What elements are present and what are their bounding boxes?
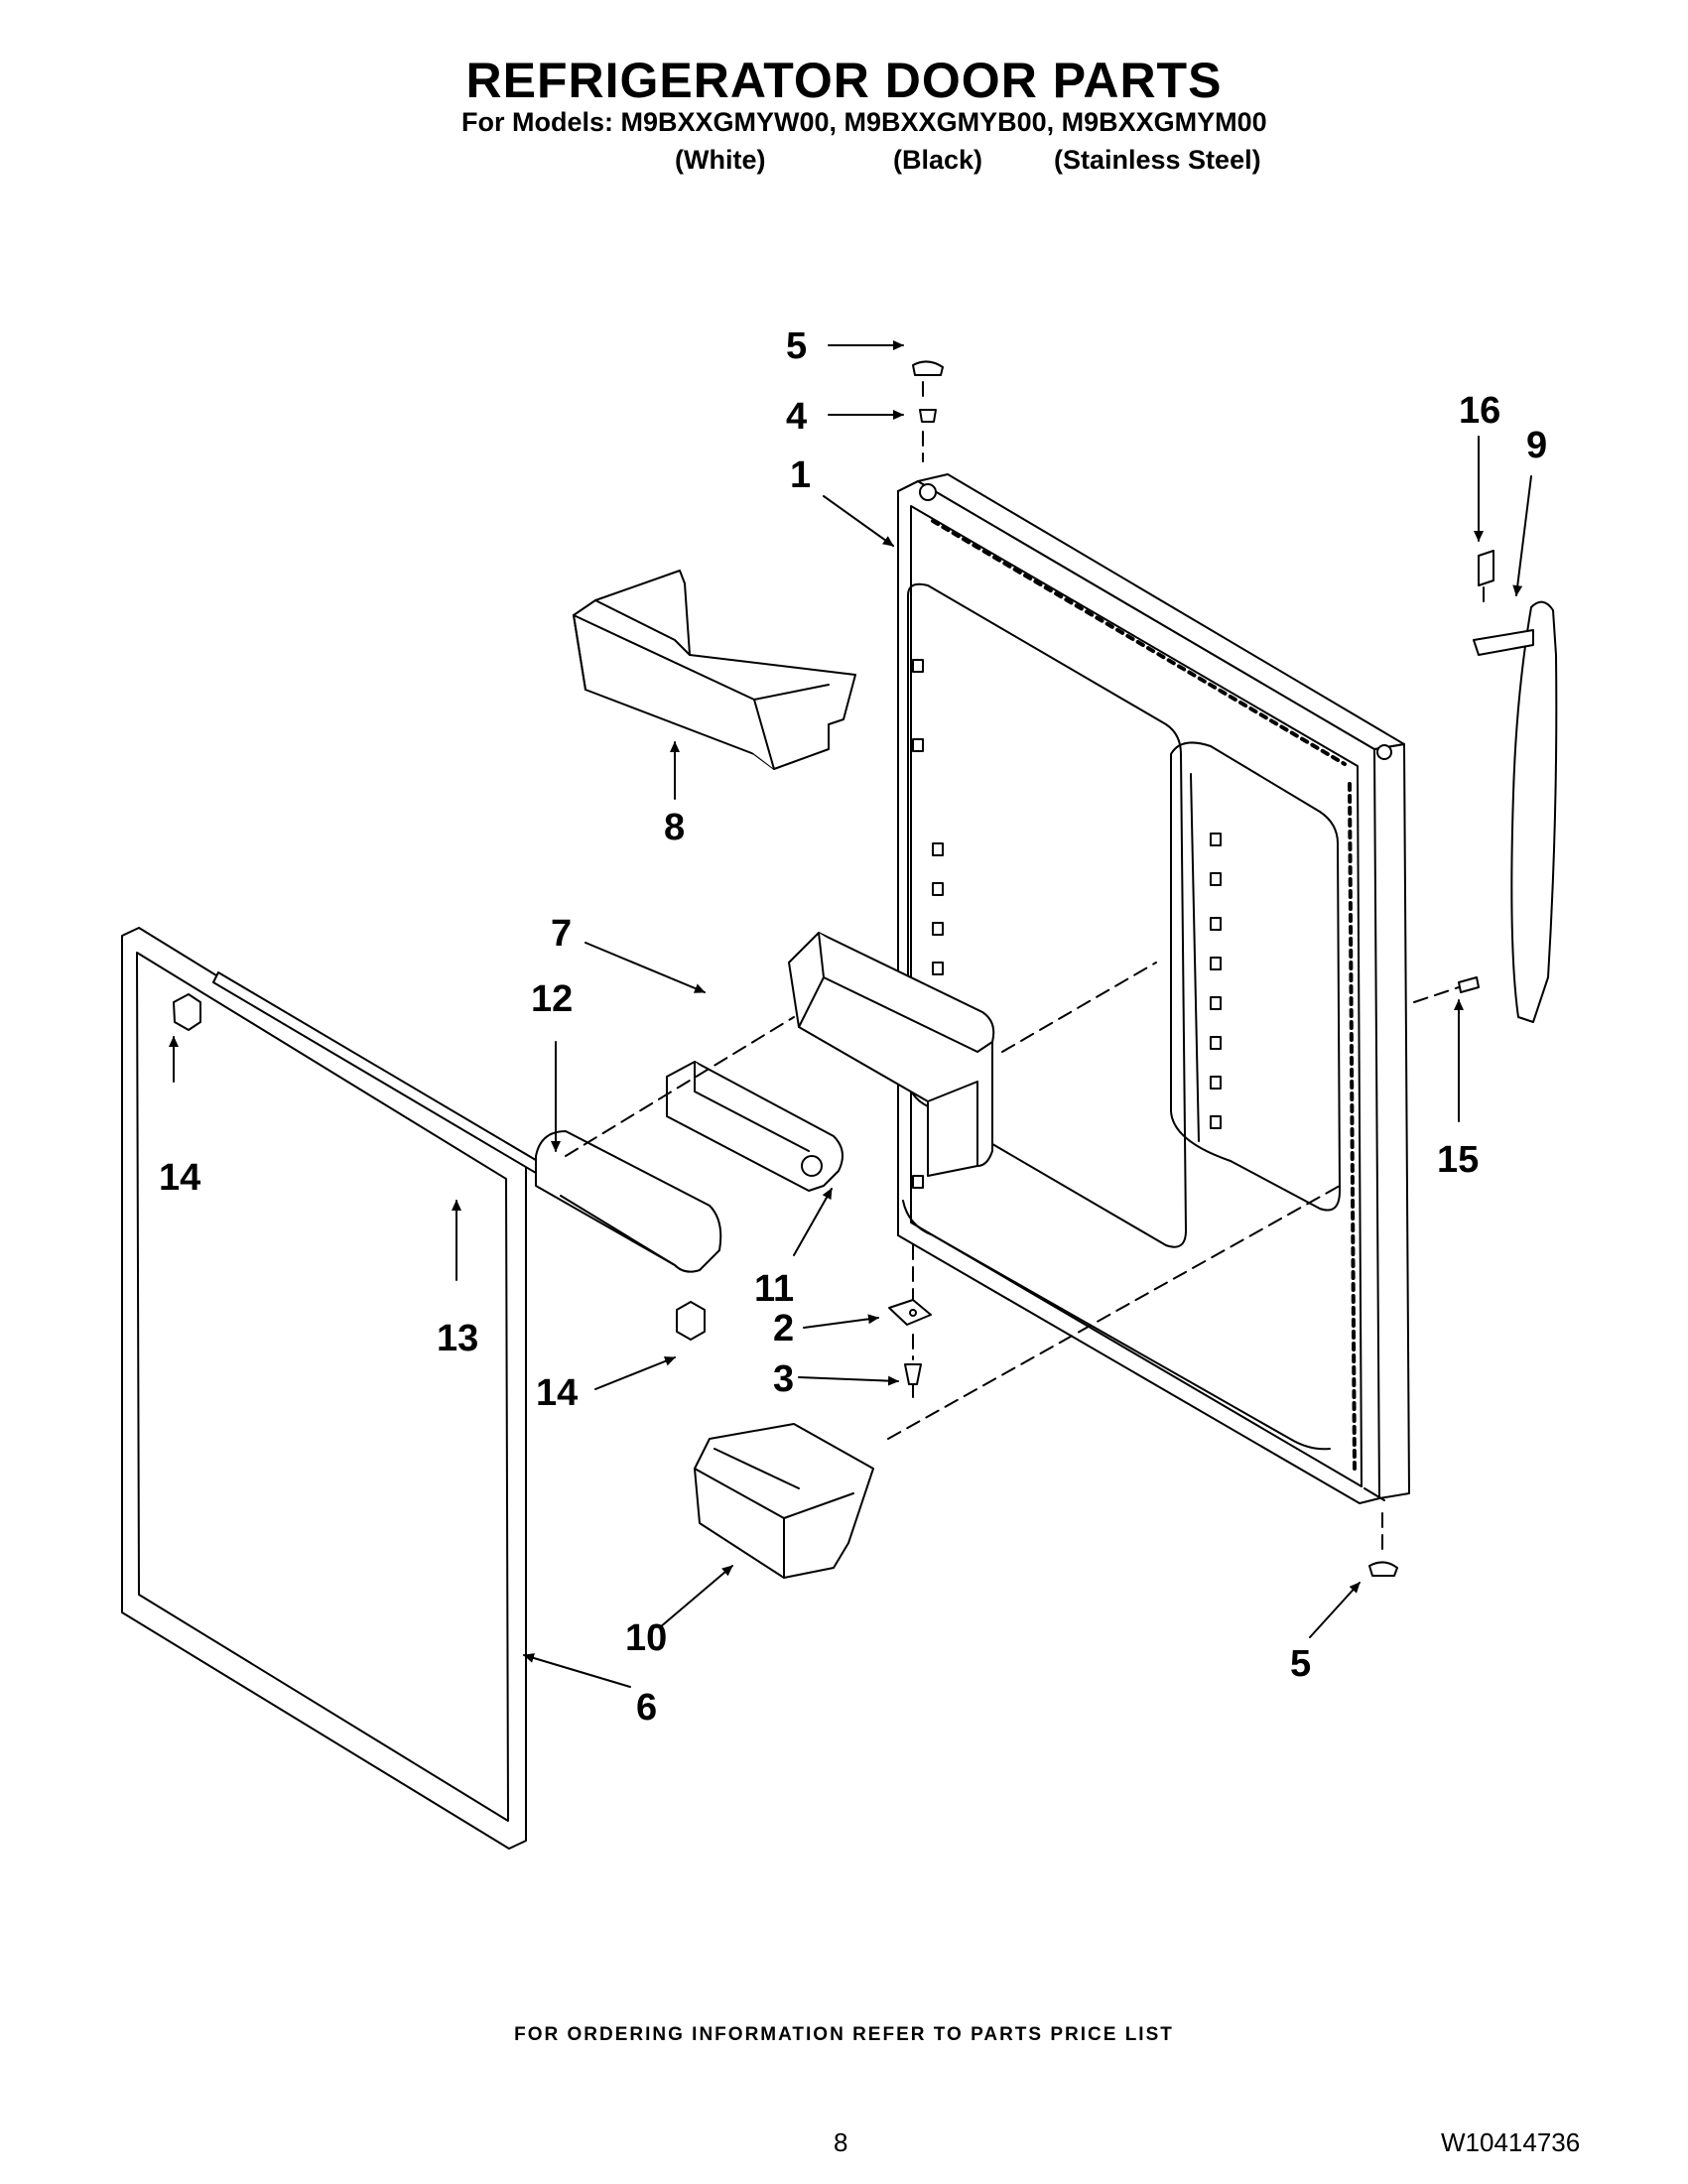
dairy-door — [535, 1130, 722, 1273]
callout-12: 12 — [531, 978, 574, 1020]
callout-5-top: 5 — [786, 325, 808, 367]
variant-white: (White) — [675, 145, 766, 175]
door-shelf-clips — [912, 659, 1222, 1189]
callout-2: 2 — [773, 1308, 795, 1349]
end-cap-bottom — [676, 1301, 706, 1341]
callout-3: 3 — [773, 1358, 795, 1400]
alignment-lines — [565, 381, 1485, 1554]
callout-arrows — [169, 340, 1532, 1688]
dairy-compartment — [788, 932, 995, 1177]
models-line: For Models: M9BXXGMYW00, M9BXXGMYB00, M9… — [461, 107, 1267, 137]
callout-13: 13 — [437, 1318, 479, 1359]
page-number: 8 — [834, 2127, 848, 2157]
callout-16: 16 — [1459, 390, 1501, 432]
callout-8: 8 — [664, 807, 686, 848]
door-gasket — [121, 927, 527, 1850]
callout-15: 15 — [1437, 1139, 1480, 1181]
variant-stainless: (Stainless Steel) — [1054, 145, 1261, 175]
callout-4: 4 — [786, 396, 808, 438]
callout-6: 6 — [636, 1687, 658, 1729]
callout-9: 9 — [1526, 425, 1548, 466]
hinge-hardware — [888, 360, 1480, 1577]
end-cap-top — [173, 993, 201, 1031]
callout-1: 1 — [790, 454, 812, 496]
door-panel — [897, 473, 1410, 1504]
trim-strip — [173, 971, 706, 1341]
door-bin-lower — [694, 1423, 874, 1579]
door-bin-upper — [573, 570, 856, 770]
document-number: W10414736 — [1441, 2127, 1581, 2157]
ordering-note: FOR ORDERING INFORMATION REFER TO PARTS … — [514, 2024, 1174, 2045]
callout-14-bottom: 14 — [536, 1372, 579, 1414]
callout-5-bottom: 5 — [1290, 1643, 1312, 1685]
page-title: REFRIGERATOR DOOR PARTS — [465, 53, 1223, 108]
callout-14-top: 14 — [159, 1157, 201, 1199]
callout-10: 10 — [625, 1617, 668, 1659]
callout-7: 7 — [551, 913, 573, 955]
dairy-bin-inner — [666, 1061, 844, 1192]
variant-black: (Black) — [893, 145, 983, 175]
callout-11: 11 — [754, 1268, 795, 1310]
door-handle — [1473, 550, 1558, 1023]
